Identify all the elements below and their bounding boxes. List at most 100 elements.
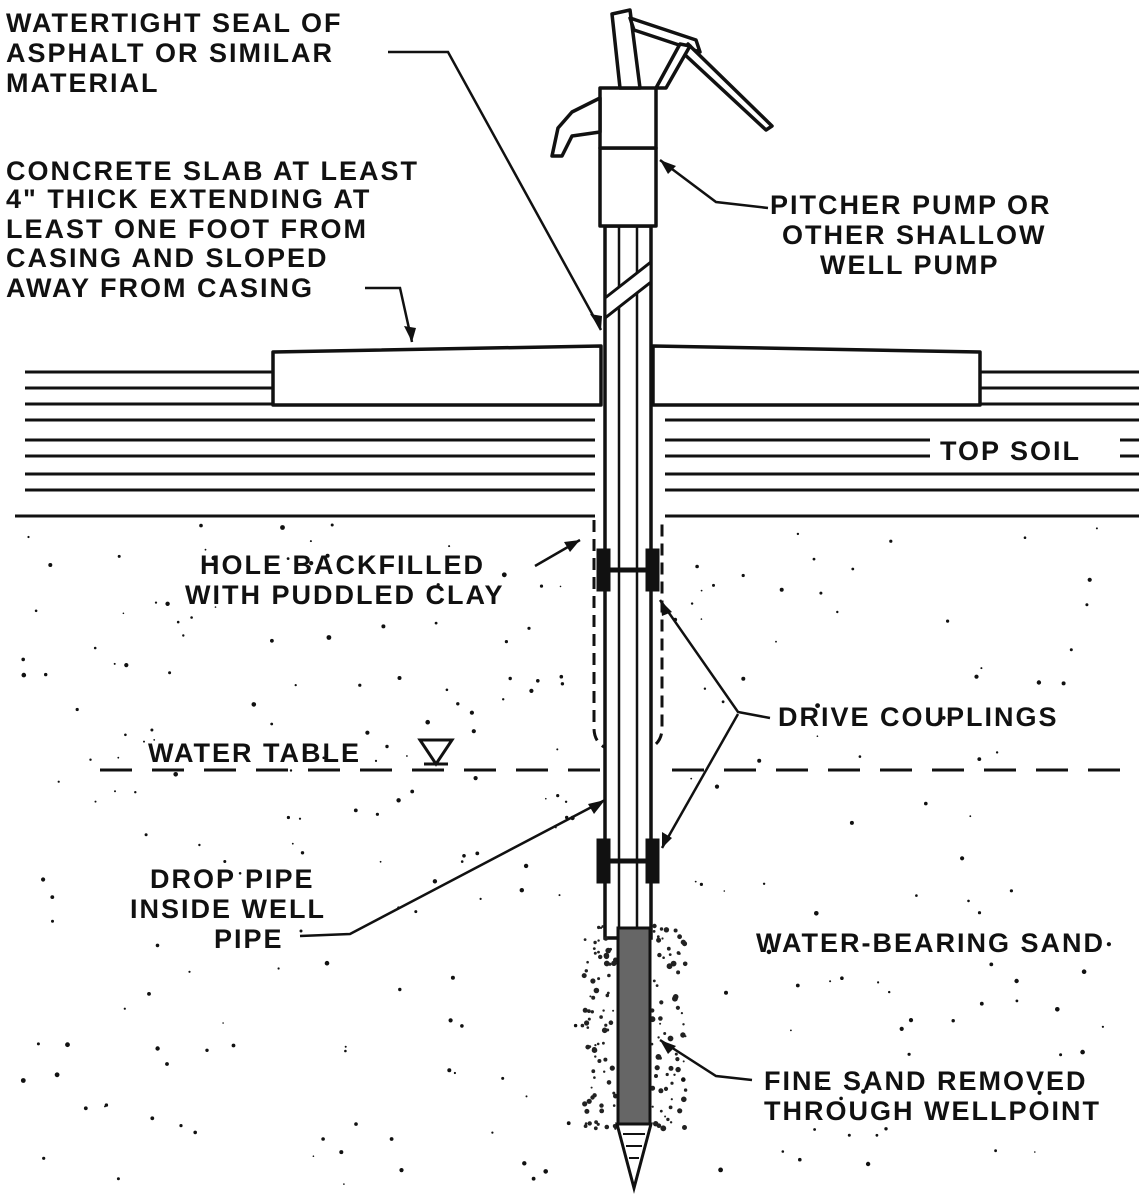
sand-grain (93, 646, 97, 650)
sand-grain (117, 756, 120, 759)
label-backfill: HOLE BACKFILLED WITH PUDDLED CLAY (185, 550, 503, 610)
sand-grain (766, 949, 772, 955)
sand-grain (849, 820, 854, 825)
gravel-grain (658, 1016, 663, 1021)
gravel-grain (673, 928, 678, 933)
sand-grain (358, 683, 362, 687)
sand-grain (1106, 942, 1111, 947)
sand-grain (448, 545, 451, 548)
sand-grain (326, 635, 332, 640)
slab-line-5: AWAY FROM CASING (6, 273, 314, 303)
sand-grain (462, 854, 466, 858)
gravel-grain (601, 1027, 608, 1034)
gravel-grain (606, 1028, 610, 1032)
sand-grain (54, 1072, 60, 1078)
gravel-grain (586, 960, 589, 964)
gravel-grain (590, 1095, 595, 1100)
gravel-grain (588, 1045, 592, 1048)
gravel-grain (682, 961, 688, 967)
gravel-grain (605, 947, 611, 954)
label-fine-sand: FINE SAND REMOVED THROUGH WELLPOINT (764, 1066, 1099, 1126)
sand-grain (75, 707, 79, 712)
gravel-grain (597, 925, 601, 930)
sand-grain (779, 587, 784, 592)
gravel-grain (670, 1081, 674, 1085)
sand-grain (545, 797, 547, 800)
gravel-grain (590, 978, 596, 984)
gravel-grain (602, 1009, 605, 1012)
sand-grain (712, 583, 715, 587)
seal-line-1: WATERTIGHT SEAL OF (6, 8, 343, 38)
gravel-grain (594, 1044, 597, 1047)
gravel-grain (666, 1117, 670, 1122)
sand-grain (325, 553, 330, 558)
sand-grain (447, 1068, 452, 1073)
sand-grain (147, 992, 151, 996)
gravel-grain (659, 1022, 662, 1025)
drop-pipe-line-2: INSIDE WELL (130, 894, 326, 924)
sand-grain (179, 1124, 183, 1128)
gravel-grain (584, 1122, 588, 1125)
sand-grain (529, 688, 534, 694)
sand-grain (695, 564, 699, 569)
sand-grain (977, 757, 982, 761)
sand-grain (858, 755, 862, 758)
sand-grain (344, 1049, 347, 1053)
sand-grain (1023, 536, 1027, 539)
gravel-grain (598, 954, 603, 960)
sand-grain (473, 776, 478, 781)
gravel-grain (674, 1052, 678, 1056)
sand-grain (448, 1018, 453, 1023)
gravel-grain (604, 1023, 608, 1027)
gravel-grain (680, 1032, 686, 1038)
gravel-grain (659, 1000, 664, 1005)
sand-grain (504, 640, 508, 644)
sand-grain (699, 882, 704, 887)
sand-texture (20, 523, 1111, 1185)
sand-grain (155, 943, 160, 948)
gravel-grain (661, 937, 664, 940)
gravel-grain (662, 956, 665, 959)
sand-grain (724, 990, 728, 995)
gravel-grain (606, 1080, 612, 1085)
sand-grain (539, 584, 544, 588)
gravel-grain (659, 1109, 663, 1113)
sand-grain (456, 702, 460, 706)
sand-grain (453, 1071, 456, 1075)
sand-grain (795, 983, 800, 988)
gravel-grain (657, 1036, 660, 1039)
gravel-grain (657, 952, 662, 958)
sand-grain (820, 1085, 823, 1088)
gravel-grain (587, 1017, 591, 1021)
sand-grain (57, 780, 60, 783)
sand-grain (286, 815, 290, 820)
sand-grain (527, 626, 531, 630)
gravel-grain (603, 952, 610, 959)
sand-grain (300, 851, 305, 855)
sand-grain (951, 1019, 955, 1023)
sand-grain (385, 744, 389, 749)
sand-grain (116, 1177, 120, 1181)
sand-grain (861, 1089, 866, 1094)
gravel-grain (589, 995, 592, 998)
gravel-grain (584, 969, 588, 973)
gravel-grain (602, 1041, 605, 1045)
sand-grain (573, 1023, 578, 1028)
gravel-grain (652, 979, 656, 983)
gravel-grain (586, 1098, 592, 1104)
sand-grain (501, 1076, 505, 1080)
sand-grain (816, 735, 819, 737)
gravel-grain (659, 1056, 662, 1060)
gravel-grain (612, 1091, 616, 1095)
sand-grain (190, 616, 193, 619)
sand-grain (182, 634, 185, 637)
well-pipe (603, 224, 653, 940)
gravel-grain (587, 1121, 592, 1126)
gravel-grain (680, 939, 686, 945)
sand-grain (343, 1183, 345, 1185)
gravel-grain (655, 984, 659, 987)
sand-grain (829, 980, 832, 983)
sand-grain (1095, 527, 1098, 530)
sand-grain (723, 890, 726, 892)
